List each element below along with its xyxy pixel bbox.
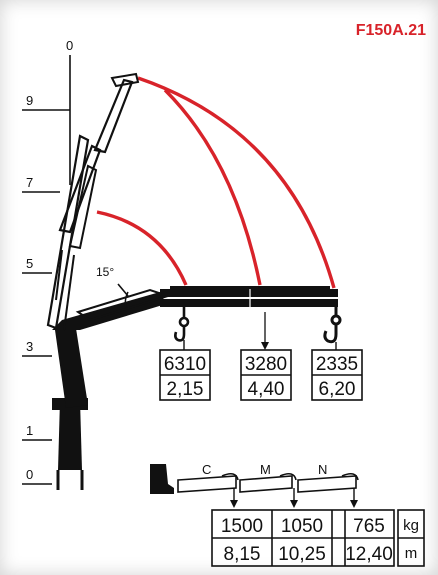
ext-load-2-kg: 1050 bbox=[281, 516, 323, 537]
load-3-m: 6,20 bbox=[319, 379, 356, 400]
load-1-kg: 6310 bbox=[164, 354, 206, 375]
height-label-3: 3 bbox=[26, 339, 33, 354]
main-boom bbox=[52, 292, 166, 330]
reach-curve-outer bbox=[137, 76, 336, 289]
extension-load-table bbox=[211, 509, 425, 567]
extension-n-shape bbox=[297, 475, 357, 493]
ext-load-2-m: 10,25 bbox=[278, 544, 326, 565]
extension-c-label: C bbox=[202, 462, 211, 477]
hook-3 bbox=[323, 307, 342, 350]
extension-m-shape bbox=[239, 475, 293, 493]
height-label-top: 0 bbox=[66, 38, 73, 53]
reach-curves bbox=[96, 76, 336, 289]
load-1-m: 2,15 bbox=[167, 379, 204, 400]
unit-kg: kg bbox=[403, 517, 419, 534]
crane-column bbox=[58, 400, 82, 470]
height-label-9: 9 bbox=[26, 93, 33, 108]
extension-n-label: N bbox=[318, 462, 327, 477]
height-scale bbox=[22, 55, 71, 485]
angle-label: 15° bbox=[96, 265, 114, 279]
height-label-7: 7 bbox=[26, 175, 33, 190]
height-label-0: 0 bbox=[26, 467, 33, 482]
reach-curve-middle bbox=[163, 88, 262, 286]
extension-m-label: M bbox=[260, 462, 271, 477]
extension-c-shape bbox=[177, 475, 237, 493]
load-3-kg: 2335 bbox=[316, 354, 358, 375]
height-label-5: 5 bbox=[26, 256, 33, 271]
boom-tip-icon bbox=[150, 464, 174, 494]
hook-1 bbox=[174, 307, 190, 350]
height-label-1: 1 bbox=[26, 423, 33, 438]
ext-load-1-m: 8,15 bbox=[224, 544, 261, 565]
extension-row bbox=[150, 464, 359, 508]
outer-boom bbox=[160, 289, 338, 297]
ext-load-1-kg: 1500 bbox=[221, 516, 263, 537]
unit-m: m bbox=[405, 545, 418, 562]
ext-load-3-m: 12,40 bbox=[345, 544, 393, 565]
model-code: F150A.21 bbox=[355, 22, 426, 39]
load-2-m: 4,40 bbox=[248, 379, 285, 400]
ext-load-3-kg: 765 bbox=[353, 516, 385, 537]
raised-boom bbox=[46, 134, 90, 330]
reach-curve-inner bbox=[96, 210, 188, 286]
crane-structure bbox=[46, 72, 338, 490]
load-2-kg: 3280 bbox=[245, 354, 287, 375]
